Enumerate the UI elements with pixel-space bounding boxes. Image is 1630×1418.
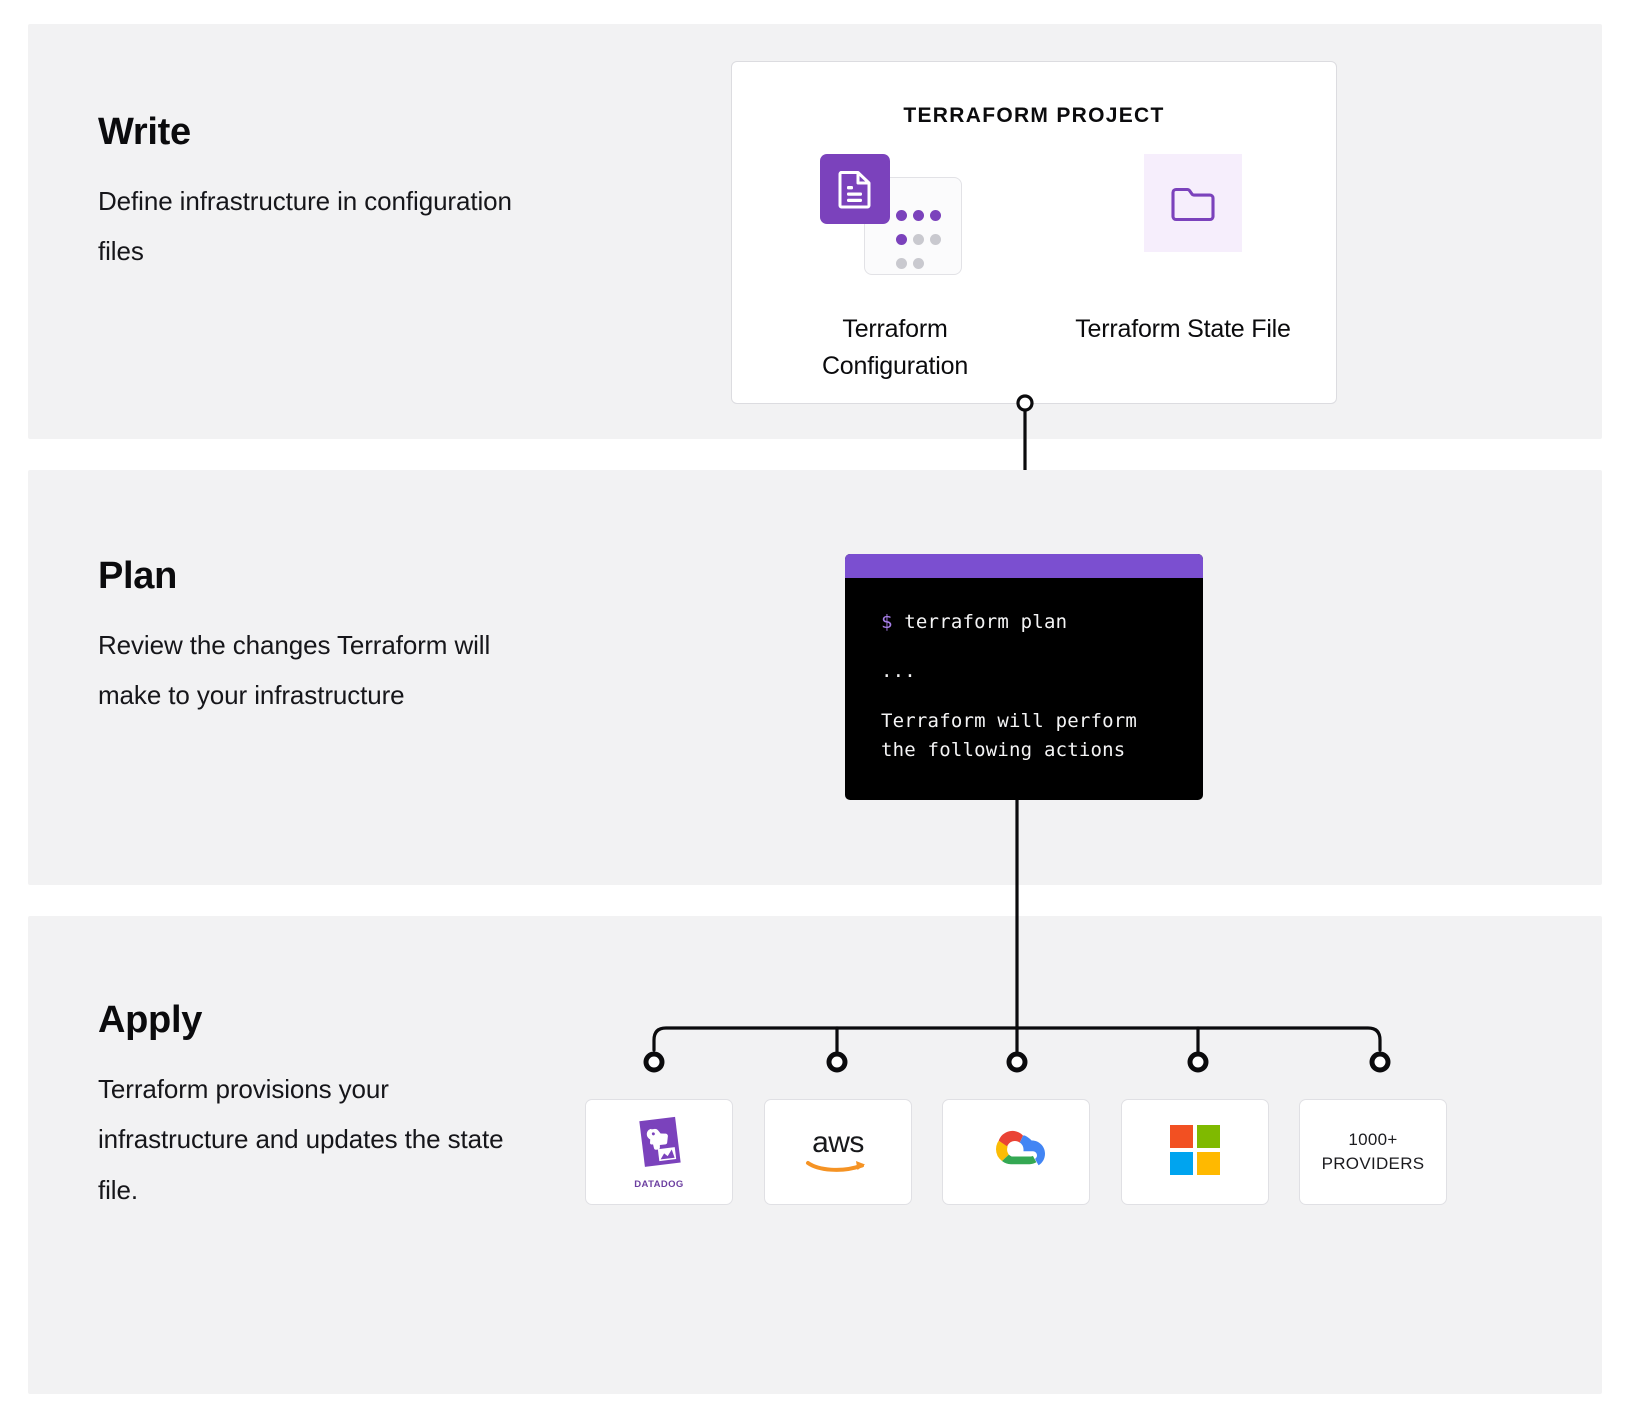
connector-plan-to-providers (643, 800, 1391, 1073)
terraform-configuration-art (780, 152, 1010, 287)
step-write-text: Write Define infrastructure in configura… (98, 111, 518, 277)
step-write-description: Define infrastructure in configuration f… (98, 185, 512, 267)
provider-card-google-cloud[interactable] (942, 1099, 1090, 1205)
terminal-prompt-symbol: $ (881, 611, 893, 633)
asset-terraform-state-file: Terraform State File (1068, 152, 1298, 348)
terminal-command-line: $ terraform plan (881, 608, 1203, 637)
terminal-output: $ terraform plan ... Terraform will perf… (845, 578, 1203, 766)
document-icon (820, 154, 890, 224)
step-apply-description: Terraform provisions your infrastructure… (98, 1073, 504, 1206)
dot-grid-icon (896, 210, 952, 282)
providers-count-line-2: PROVIDERS (1321, 1154, 1425, 1173)
step-write-title: Write (98, 111, 191, 153)
provider-card-aws[interactable]: aws (763, 1099, 912, 1205)
provider-card-more-providers[interactable]: 1000+ PROVIDERS (1299, 1099, 1447, 1205)
step-plan-text: Plan Review the changes Terraform will m… (98, 555, 518, 721)
terminal-output-line-1: Terraform will perform (881, 709, 1138, 732)
terminal-command: terraform plan (904, 611, 1068, 633)
svg-text:aws: aws (812, 1126, 864, 1159)
provider-card-datadog[interactable]: DATADOG (585, 1099, 733, 1205)
terraform-project-card: TERRAFORM PROJECT (731, 61, 1337, 404)
terminal-ellipsis: ... (881, 660, 916, 683)
providers-count-line-1: 1000+ (1348, 1129, 1398, 1149)
terraform-state-file-art (1068, 152, 1298, 287)
section-plan (28, 470, 1602, 885)
folder-icon (1144, 154, 1242, 252)
step-apply-title: Apply (98, 999, 203, 1041)
asset-label-terraform-state-file: Terraform State File (1075, 315, 1291, 343)
microsoft-logo (1168, 1123, 1222, 1182)
step-apply-text: Apply Terraform provisions your infrastr… (98, 999, 518, 1216)
asset-label-terraform-configuration: Terraform Configuration (821, 315, 969, 380)
provider-card-list: DATADOG aws (585, 1099, 1447, 1205)
aws-logo: aws (792, 1122, 884, 1183)
terminal-output-line-2: the following actions (881, 739, 1126, 762)
step-plan-description: Review the changes Terraform will make t… (98, 629, 491, 711)
terminal-title-bar (845, 554, 1203, 578)
terraform-project-title: TERRAFORM PROJECT (903, 104, 1165, 127)
google-cloud-logo (985, 1122, 1047, 1183)
datadog-logo (633, 1114, 685, 1175)
datadog-wordmark: DATADOG (634, 1179, 684, 1190)
terminal-window: $ terraform plan ... Terraform will perf… (845, 554, 1203, 800)
provider-card-microsoft[interactable] (1120, 1099, 1269, 1205)
asset-terraform-configuration: Terraform Configuration (780, 152, 1010, 385)
step-plan-title: Plan (98, 555, 178, 597)
